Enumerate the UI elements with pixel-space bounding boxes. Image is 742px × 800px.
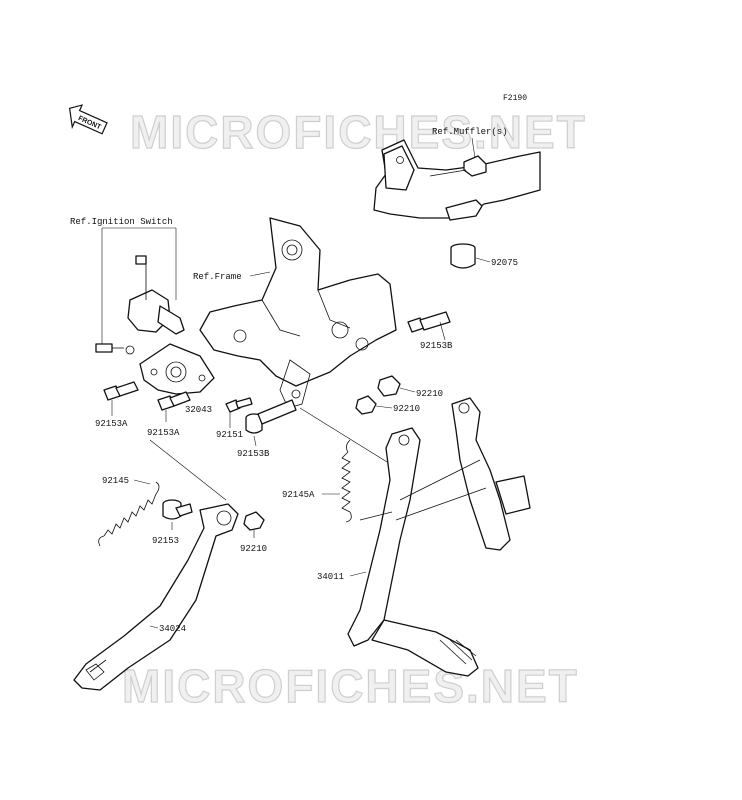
part-92153B-lower-bolt xyxy=(245,399,297,434)
watermark-bottom: MICROFICHES.NET xyxy=(122,660,579,712)
part-label-92153B-lower: 92153B xyxy=(237,449,270,459)
muffler-assembly xyxy=(373,139,541,221)
part-label-92153B-upper: 92153B xyxy=(420,341,453,351)
part-92153B-upper-bolt xyxy=(407,311,451,333)
part-92151-bolt xyxy=(225,397,253,413)
part-92145-spring xyxy=(98,481,160,547)
part-32043-bracket xyxy=(139,343,215,395)
part-label-32043: 32043 xyxy=(185,405,212,415)
watermark-top: MICROFICHES.NET xyxy=(130,106,587,158)
front-arrow-icon: FRONT xyxy=(68,104,108,135)
ignition-switch xyxy=(127,255,185,335)
part-92153-bolt xyxy=(162,499,193,520)
part-92210-nut-b xyxy=(355,395,377,415)
part-92210-nut-c xyxy=(243,511,265,531)
bolt-ignition xyxy=(95,343,135,355)
part-label-92153: 92153 xyxy=(152,536,179,546)
part-34024-side-stand xyxy=(73,503,239,691)
ref-muffler-label: Ref.Muffler(s) xyxy=(432,127,508,137)
part-label-92145: 92145 xyxy=(102,476,129,486)
part-label-92151: 92151 xyxy=(216,430,243,440)
part-label-92153A-left: 92153A xyxy=(95,419,128,429)
part-92153A-left-bolt xyxy=(103,381,139,401)
part-label-92210-c: 92210 xyxy=(240,544,267,554)
part-label-34024: 34024 xyxy=(159,624,186,634)
part-92075-grommet xyxy=(450,243,476,269)
figure-code: F2190 xyxy=(503,94,527,103)
ref-frame-label: Ref.Frame xyxy=(193,272,242,282)
part-92145A-spring xyxy=(341,439,352,523)
part-label-92075: 92075 xyxy=(491,258,518,268)
ref-ignition-switch-label: Ref.Ignition Switch xyxy=(70,217,173,227)
part-92153A-mid-bolt xyxy=(157,391,191,411)
part-label-92153A-mid: 92153A xyxy=(147,428,180,438)
part-label-92210-b: 92210 xyxy=(393,404,420,414)
part-34011-center-stand xyxy=(347,397,531,677)
part-label-34011: 34011 xyxy=(317,572,344,582)
frame-structure xyxy=(199,217,397,409)
part-92210-nut-a xyxy=(377,375,401,397)
part-label-92145A: 92145A xyxy=(282,490,315,500)
part-label-92210-a: 92210 xyxy=(416,389,443,399)
